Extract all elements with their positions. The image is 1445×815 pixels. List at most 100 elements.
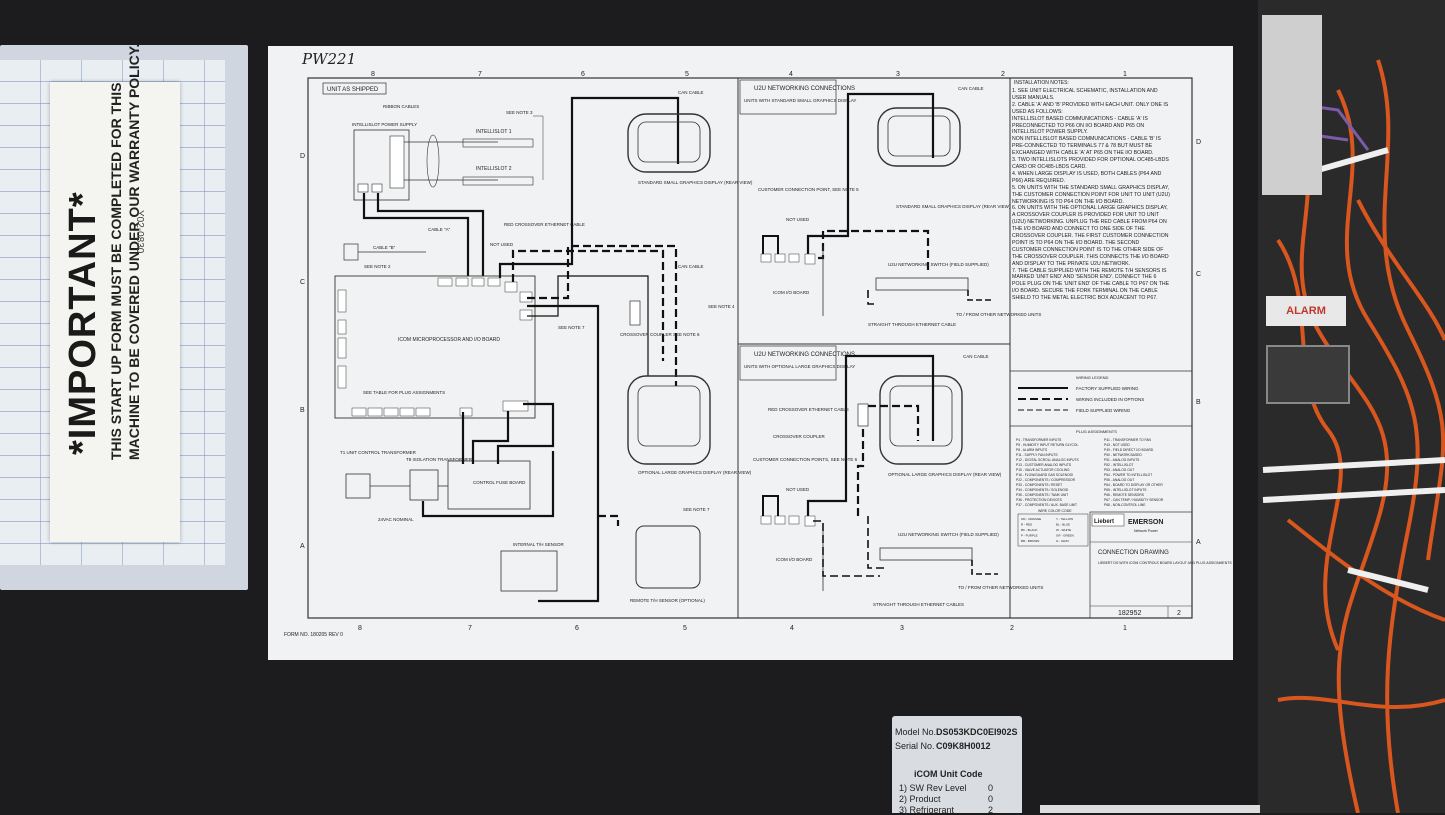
internal-sensor [500,550,558,592]
handwritten-tag: PW221 [302,50,357,68]
zone-letter: B [1196,399,1201,406]
u2u-standard-display [877,107,961,167]
sw-rev-value: 0 [988,783,994,793]
u2u-optional-switch [879,547,973,561]
zone-letter: A [1196,539,1201,546]
plug-assignment: P33 - COMPONENTS / RESET [1016,483,1062,487]
installation-note: NON INTELLISLOT BASED COMMUNICATIONS - C… [1012,136,1161,157]
product-label: 2) Product [899,794,941,804]
unit-info-tag: Model No. DS053KDC0EI902S Serial No. C09… [892,716,1022,815]
t8-transformer-label: T8 ISOLATION TRANSFORMER [406,457,473,462]
zone-letter: B [300,407,305,414]
u2u-optional-subtitle: UNITS WITH OPTIONAL LARGE GRAPHICS DISPL… [744,364,855,369]
icom-board [334,275,536,419]
see-note-4-label: SEE NOTE 4 [708,304,735,309]
wire-color-code: P - PURPLE [1021,534,1038,538]
zone-letter: C [300,279,305,286]
zone-number: 5 [683,625,687,632]
see-table-label: SEE TABLE FOR PLUG ASSIGNMENTS [363,390,445,395]
important-title: *IMPORTANT* [62,191,104,455]
zone-number: 1 [1123,625,1127,632]
installation-note: 3. TWO INTELLISLOTS PROVIDED FOR OPTIONA… [1012,157,1169,170]
connection-drawing-sheet: 8 7 6 5 4 3 2 1 8 7 6 5 4 3 2 1 D C B A … [268,46,1233,660]
zone-letter: C [1196,271,1201,278]
can-cable-label: CAN CABLE [678,90,704,95]
u2u-straight-cable-label: STRAIGHT THROUGH ETHERNET CABLE [868,322,956,327]
t8-transformer [409,469,439,501]
drawing-number: 182952 [1118,610,1141,617]
wire-color-code: BR - BROWN [1021,539,1039,543]
u2u-optional-can-cable-label: CAN CABLE [963,354,989,359]
optional-display-label: OPTIONAL LARGE GRAPHICS DISPLAY (REAR VI… [638,470,752,475]
drawing-title: CONNECTION DRAWING [1098,550,1169,556]
legend-field: FIELD SUPPLIED WIRING [1076,408,1131,413]
plug-assignment: P36 - PROTECTION DEVICES [1016,498,1063,502]
zone-number: 1 [1123,71,1127,78]
zone-letter: A [300,543,305,550]
icom-section-title: iCOM Unit Code [914,769,983,779]
plug-assignment: P64 - BOARD TO DISPLAY OR OTHER [1104,483,1163,487]
zone-number: 7 [468,625,472,632]
plug-assignment: P49 - FIELD DIRECT I/O BOARD [1104,448,1154,452]
u2u-standard-display-label: STANDARD SMALL GRAPHICS DISPLAY (REAR VI… [896,204,1011,209]
installation-note: 7. THE CABLE SUPPLIED WITH THE REMOTE T/… [1012,267,1170,302]
zone-number: 7 [478,71,482,78]
installation-note: 2. CABLE 'A' AND 'B' PROVIDED WITH EACH … [1012,101,1169,115]
plug-assignment: P54 - POWER TO INTELLISLOT [1104,473,1152,477]
24vac-label: 24VAC NOMINAL [378,517,414,522]
brand-emerson-sub: Network Power [1134,529,1159,533]
zone-letter: D [300,153,305,160]
installation-note: 6. ON UNITS WITH THE OPTIONAL LARGE GRAP… [1012,205,1169,267]
u2u-switch-label: U2U NETWORKING SWITCH (FIELD SUPPLIED) [888,262,989,267]
u2u-not-used-label: NOT USED [786,217,810,222]
see-note-2-label: SEE NOTE 2 [364,264,391,269]
plug-assignment: P50 - NETWORK BASED [1104,453,1142,457]
u2u-optional-display [879,375,963,465]
plug-assignment: P8 - ALARM INPUTS [1016,448,1048,452]
u2u-optional-icom-io-label: ICOM I/O BOARD [776,557,813,562]
legend-factory: FACTORY SUPPLIED WIRING [1076,386,1139,391]
wire-color-code: R - RED [1021,523,1033,527]
serial-label: Serial No. [895,741,935,751]
plug-assignment: P43 - NOT USED [1104,443,1130,447]
zone-number: 8 [358,625,362,632]
u2u-optional-title: U2U NETWORKING CONNECTIONS [754,352,855,358]
plug-assignments-title: PLUG ASSIGNMENTS [1076,429,1117,434]
crossover-coupler [629,300,641,326]
zone-number: 5 [685,71,689,78]
plug-assignment: P68 - NON-CONTROL LINE [1104,503,1146,507]
relay [1266,345,1350,404]
intellislot-2-label: INTELLISLOT 2 [476,166,512,172]
plug-assignment: P35 - COMPONENTS / TANK UNIT [1016,493,1068,497]
t1-transformer [345,473,371,499]
plug-assignment: P55 - ANALOG OUT [1104,478,1134,482]
zone-number: 4 [789,71,793,78]
plug-assignment: P52 - INTELLISLOT [1104,463,1134,467]
u2u-crossover-coupler-label: CROSSOVER COUPLER [773,434,826,439]
plug-assignment: P51 - ANALOG INPUTS [1104,458,1140,462]
u2u-optional-switch-label: U2U NETWORKING SWITCH (FIELD SUPPLIED) [898,532,999,537]
product-value: 0 [988,794,994,804]
bottom-strip [1040,805,1260,813]
cable-b-label: CABLE "B" [373,245,396,250]
plug-assignment: P66 - REMOTE SENSORS [1104,493,1145,497]
installation-note: 4. WHEN LARGE DISPLAY IS USED, BOTH CABL… [1012,170,1162,184]
u2u-icom-io-label: ICOM I/O BOARD [773,290,810,295]
u2u-straight-cables-label: STRAIGHT THROUGH ETHERNET CABLES [873,602,964,607]
optional-display [627,375,711,465]
alarm-label: ALARM [1266,296,1346,326]
control-fuse-board-label: CONTROL FUSE BOARD [473,480,526,485]
t1-transformer-label: T1 UNIT CONTROL TRANSFORMER [340,450,417,455]
u2u-optional-not-used-label: NOT USED [786,487,810,492]
installation-note: 5. ON UNITS WITH THE STANDARD SMALL GRAP… [1012,184,1170,205]
zone-number: 2 [1010,625,1014,632]
intellislot-power-supply [353,129,410,201]
wire-color-code: OR - ORANGE [1021,517,1041,521]
remote-sensor-label: REMOTE T/H SENSOR (OPTIONAL) [630,598,705,603]
see-note-7-label-2: SEE NOTE 7 [683,507,710,512]
plug-assignment: P12 - DIGITAL SCROLL ANALOG INPUTS [1016,458,1080,462]
red-crossover-label: RED CROSSOVER ETHERNET CABLE [504,222,585,227]
remote-sensor [635,525,701,589]
u2u-to-from-label: TO / FROM OTHER NETWORKED UNITS [956,312,1041,317]
installation-notes-title: INSTALLATION NOTES: [1014,80,1069,86]
